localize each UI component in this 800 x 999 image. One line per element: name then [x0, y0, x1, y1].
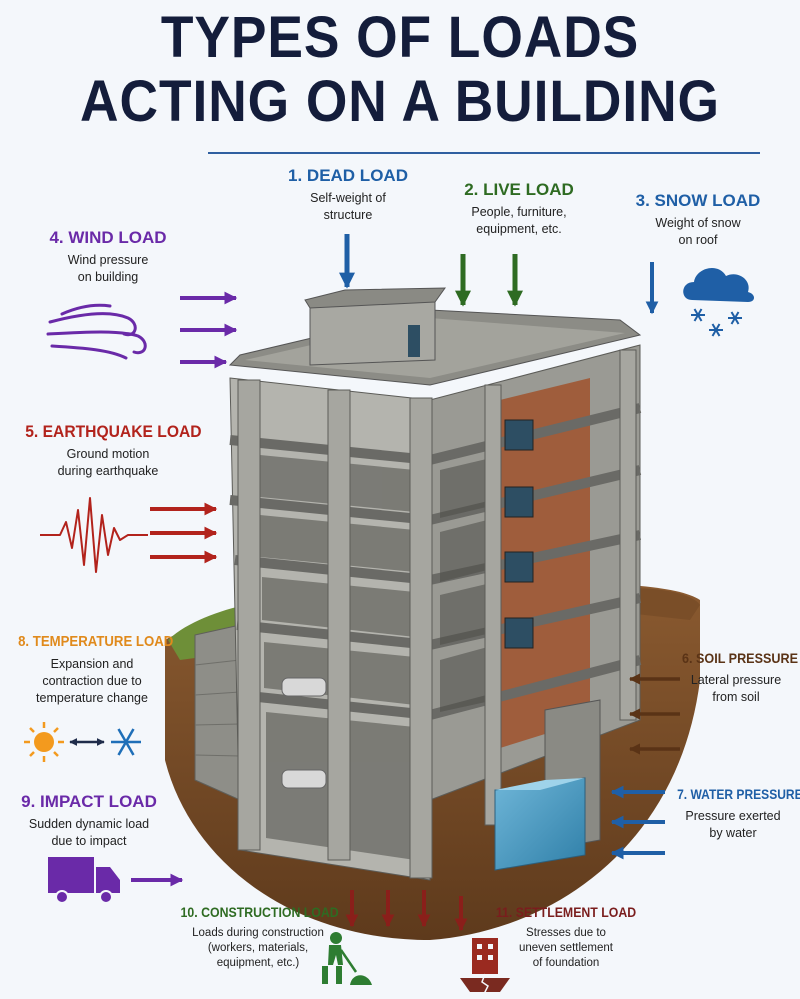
dead-load-desc: Self-weight of structure — [310, 191, 386, 222]
wind-load-title: 4. WIND LOAD — [49, 228, 167, 247]
live-load-title: 2. LIVE LOAD — [464, 180, 574, 199]
settlement-load-label: 11. SETTLEMENT LOAD Stresses due to unev… — [486, 902, 646, 971]
temperature-load-title: 8. TEMPERATURE LOAD — [18, 633, 174, 650]
soil-pressure-label: 6. SOIL PRESSURE Lateral pressure from s… — [676, 648, 799, 706]
snow-cloud-icon — [683, 268, 754, 337]
settlement-load-desc: Stresses due to uneven settlement of fou… — [519, 927, 613, 969]
water-pressure-desc: Pressure exerted by water — [685, 809, 781, 840]
temperature-load-desc: Expansion and contraction due to tempera… — [36, 657, 148, 705]
snow-load-label: 3. SNOW LOAD Weight of snow on roof — [630, 191, 766, 249]
dead-load-title: 1. DEAD LOAD — [288, 166, 408, 185]
earthquake-load-arrows — [150, 502, 218, 564]
live-load-arrows — [454, 254, 524, 307]
impact-load-label: 9. IMPACT LOAD Sudden dynamic load due t… — [14, 792, 164, 850]
earthquake-load-label: 5. EARTHQUAKE LOAD Ground motion during … — [18, 422, 202, 480]
title-divider — [208, 152, 760, 154]
water-pressure-arrows — [610, 785, 665, 860]
seismic-wave-icon — [40, 497, 148, 573]
water-pressure-label: 7. WATER PRESSURE Pressure exerted by wa… — [668, 784, 800, 842]
wind-load-arrows — [180, 291, 238, 369]
construction-load-desc: Loads during construction (workers, mate… — [192, 927, 324, 969]
water-tank — [494, 699, 601, 871]
earthquake-load-title: 5. EARTHQUAKE LOAD — [25, 422, 202, 441]
temperature-load-label: 8. TEMPERATURE LOAD Expansion and contra… — [8, 632, 176, 707]
retaining-wall-left — [194, 624, 241, 801]
impact-load-title: 9. IMPACT LOAD — [21, 792, 157, 811]
worker-icon — [322, 932, 372, 985]
sun-icon — [24, 722, 64, 762]
wind-load-desc: Wind pressure on building — [67, 253, 149, 284]
parked-car — [281, 677, 327, 789]
construction-load-label: 10. CONSTRUCTION LOAD Loads during const… — [170, 902, 346, 971]
earthquake-load-desc: Ground motion during earthquake — [57, 447, 159, 478]
title-line-2: ACTING ON A BUILDING — [80, 69, 720, 134]
title-line-1: TYPES OF LOADS — [160, 5, 640, 70]
cracked-building-icon — [460, 938, 510, 995]
snow-load-title: 3. SNOW LOAD — [635, 191, 761, 210]
impact-load-desc: Sudden dynamic load due to impact — [28, 817, 150, 848]
live-load-desc: People, furniture, equipment, etc. — [471, 205, 567, 236]
soil-pressure-title: 6. SOIL PRESSURE — [682, 650, 799, 666]
soil-pressure-desc: Lateral pressure from soil — [690, 673, 782, 704]
construction-settlement-arrows — [345, 890, 468, 932]
page-title: TYPES OF LOADS ACTING ON A BUILDING — [32, 6, 768, 134]
construction-load-title: 10. CONSTRUCTION LOAD — [180, 904, 339, 920]
snowflake-icon — [111, 728, 141, 756]
building — [228, 287, 642, 881]
live-load-label: 2. LIVE LOAD People, furniture, equipmen… — [436, 180, 602, 238]
wind-load-label: 4. WIND LOAD Wind pressure on building — [40, 228, 176, 286]
water-pressure-title: 7. WATER PRESSURE — [677, 786, 800, 802]
settlement-load-title: 11. SETTLEMENT LOAD — [495, 904, 637, 920]
snow-load-desc: Weight of snow on roof — [655, 216, 741, 247]
soil-pressure-arrows — [628, 673, 680, 755]
truck-icon — [48, 857, 120, 904]
dead-load-label: 1. DEAD LOAD Self-weight of structure — [270, 166, 426, 224]
wind-gust-icon — [46, 303, 147, 360]
